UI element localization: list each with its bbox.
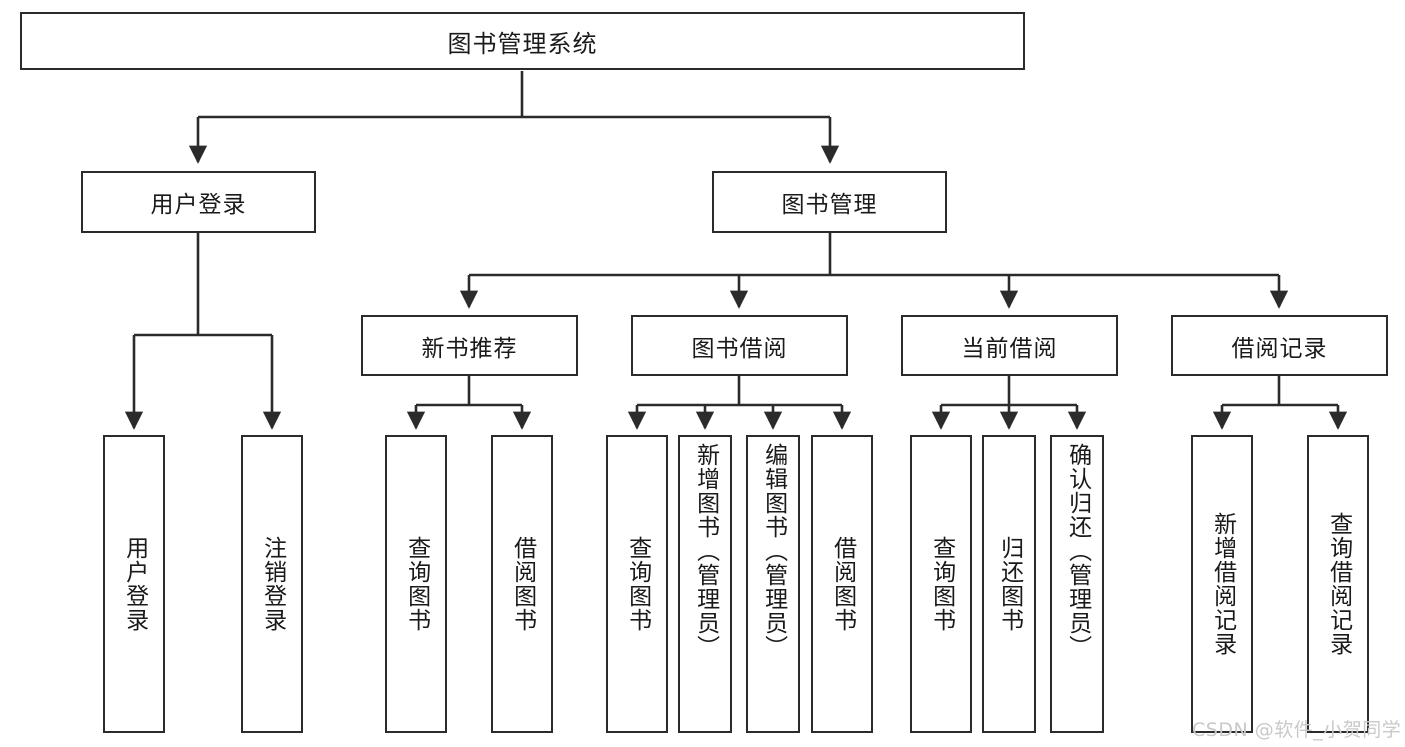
node-leaf-add-record[interactable]: 新增借阅记录 — [1191, 435, 1253, 733]
node-book-borrow-label: 图书借阅 — [691, 335, 788, 362]
node-borrow-record[interactable]: 借阅记录 — [1171, 315, 1388, 376]
node-new-book-rec[interactable]: 新书推荐 — [361, 315, 578, 376]
node-leaf-edit-book[interactable]: 编辑图书（管理员） — [746, 435, 800, 733]
node-leaf-query-record[interactable]: 查询借阅记录 — [1307, 435, 1369, 733]
node-book-borrow[interactable]: 图书借阅 — [631, 315, 848, 376]
node-leaf-user-login[interactable]: 用户登录 — [103, 435, 165, 733]
node-leaf-query-book-2[interactable]: 查询图书 — [606, 435, 668, 733]
node-leaf-borrow-book-1[interactable]: 借阅图书 — [491, 435, 553, 733]
node-leaf-return-book[interactable]: 归还图书 — [982, 435, 1036, 733]
node-leaf-user-logout-label: 注销登录 — [259, 536, 286, 632]
node-leaf-edit-book-label: 编辑图书（管理员） — [760, 443, 787, 659]
node-leaf-confirm-return-label: 确认归还（管理员） — [1064, 443, 1091, 659]
node-current-borrow-label: 当前借阅 — [961, 335, 1058, 362]
node-leaf-add-record-label: 新增借阅记录 — [1209, 512, 1236, 656]
csdn-watermark: CSDN @软件_小贺同学 — [1192, 719, 1402, 741]
node-leaf-query-book-3[interactable]: 查询图书 — [910, 435, 972, 733]
node-leaf-user-login-label: 用户登录 — [121, 536, 148, 632]
node-leaf-borrow-book-2[interactable]: 借阅图书 — [811, 435, 873, 733]
node-root[interactable]: 图书管理系统 — [20, 12, 1025, 70]
node-leaf-borrow-book-1-label: 借阅图书 — [509, 536, 536, 632]
node-root-label: 图书管理系统 — [447, 29, 598, 58]
node-book-manage[interactable]: 图书管理 — [712, 171, 947, 233]
node-leaf-query-book-1-label: 查询图书 — [403, 536, 430, 632]
node-leaf-add-book[interactable]: 新增图书（管理员） — [678, 435, 732, 733]
node-user-login[interactable]: 用户登录 — [81, 171, 316, 233]
node-book-manage-label: 图书管理 — [781, 192, 878, 218]
node-leaf-add-book-label: 新增图书（管理员） — [692, 443, 719, 659]
node-borrow-record-label: 借阅记录 — [1231, 335, 1328, 362]
node-leaf-query-record-label: 查询借阅记录 — [1325, 512, 1352, 656]
node-leaf-query-book-1[interactable]: 查询图书 — [385, 435, 447, 733]
node-leaf-user-logout[interactable]: 注销登录 — [241, 435, 303, 733]
node-leaf-query-book-2-label: 查询图书 — [624, 536, 651, 632]
node-current-borrow[interactable]: 当前借阅 — [901, 315, 1118, 376]
node-leaf-return-book-label: 归还图书 — [996, 536, 1023, 632]
node-new-book-rec-label: 新书推荐 — [421, 335, 518, 362]
node-leaf-borrow-book-2-label: 借阅图书 — [829, 536, 856, 632]
node-user-login-label: 用户登录 — [150, 192, 247, 218]
node-leaf-query-book-3-label: 查询图书 — [928, 536, 955, 632]
node-leaf-confirm-return[interactable]: 确认归还（管理员） — [1050, 435, 1104, 733]
